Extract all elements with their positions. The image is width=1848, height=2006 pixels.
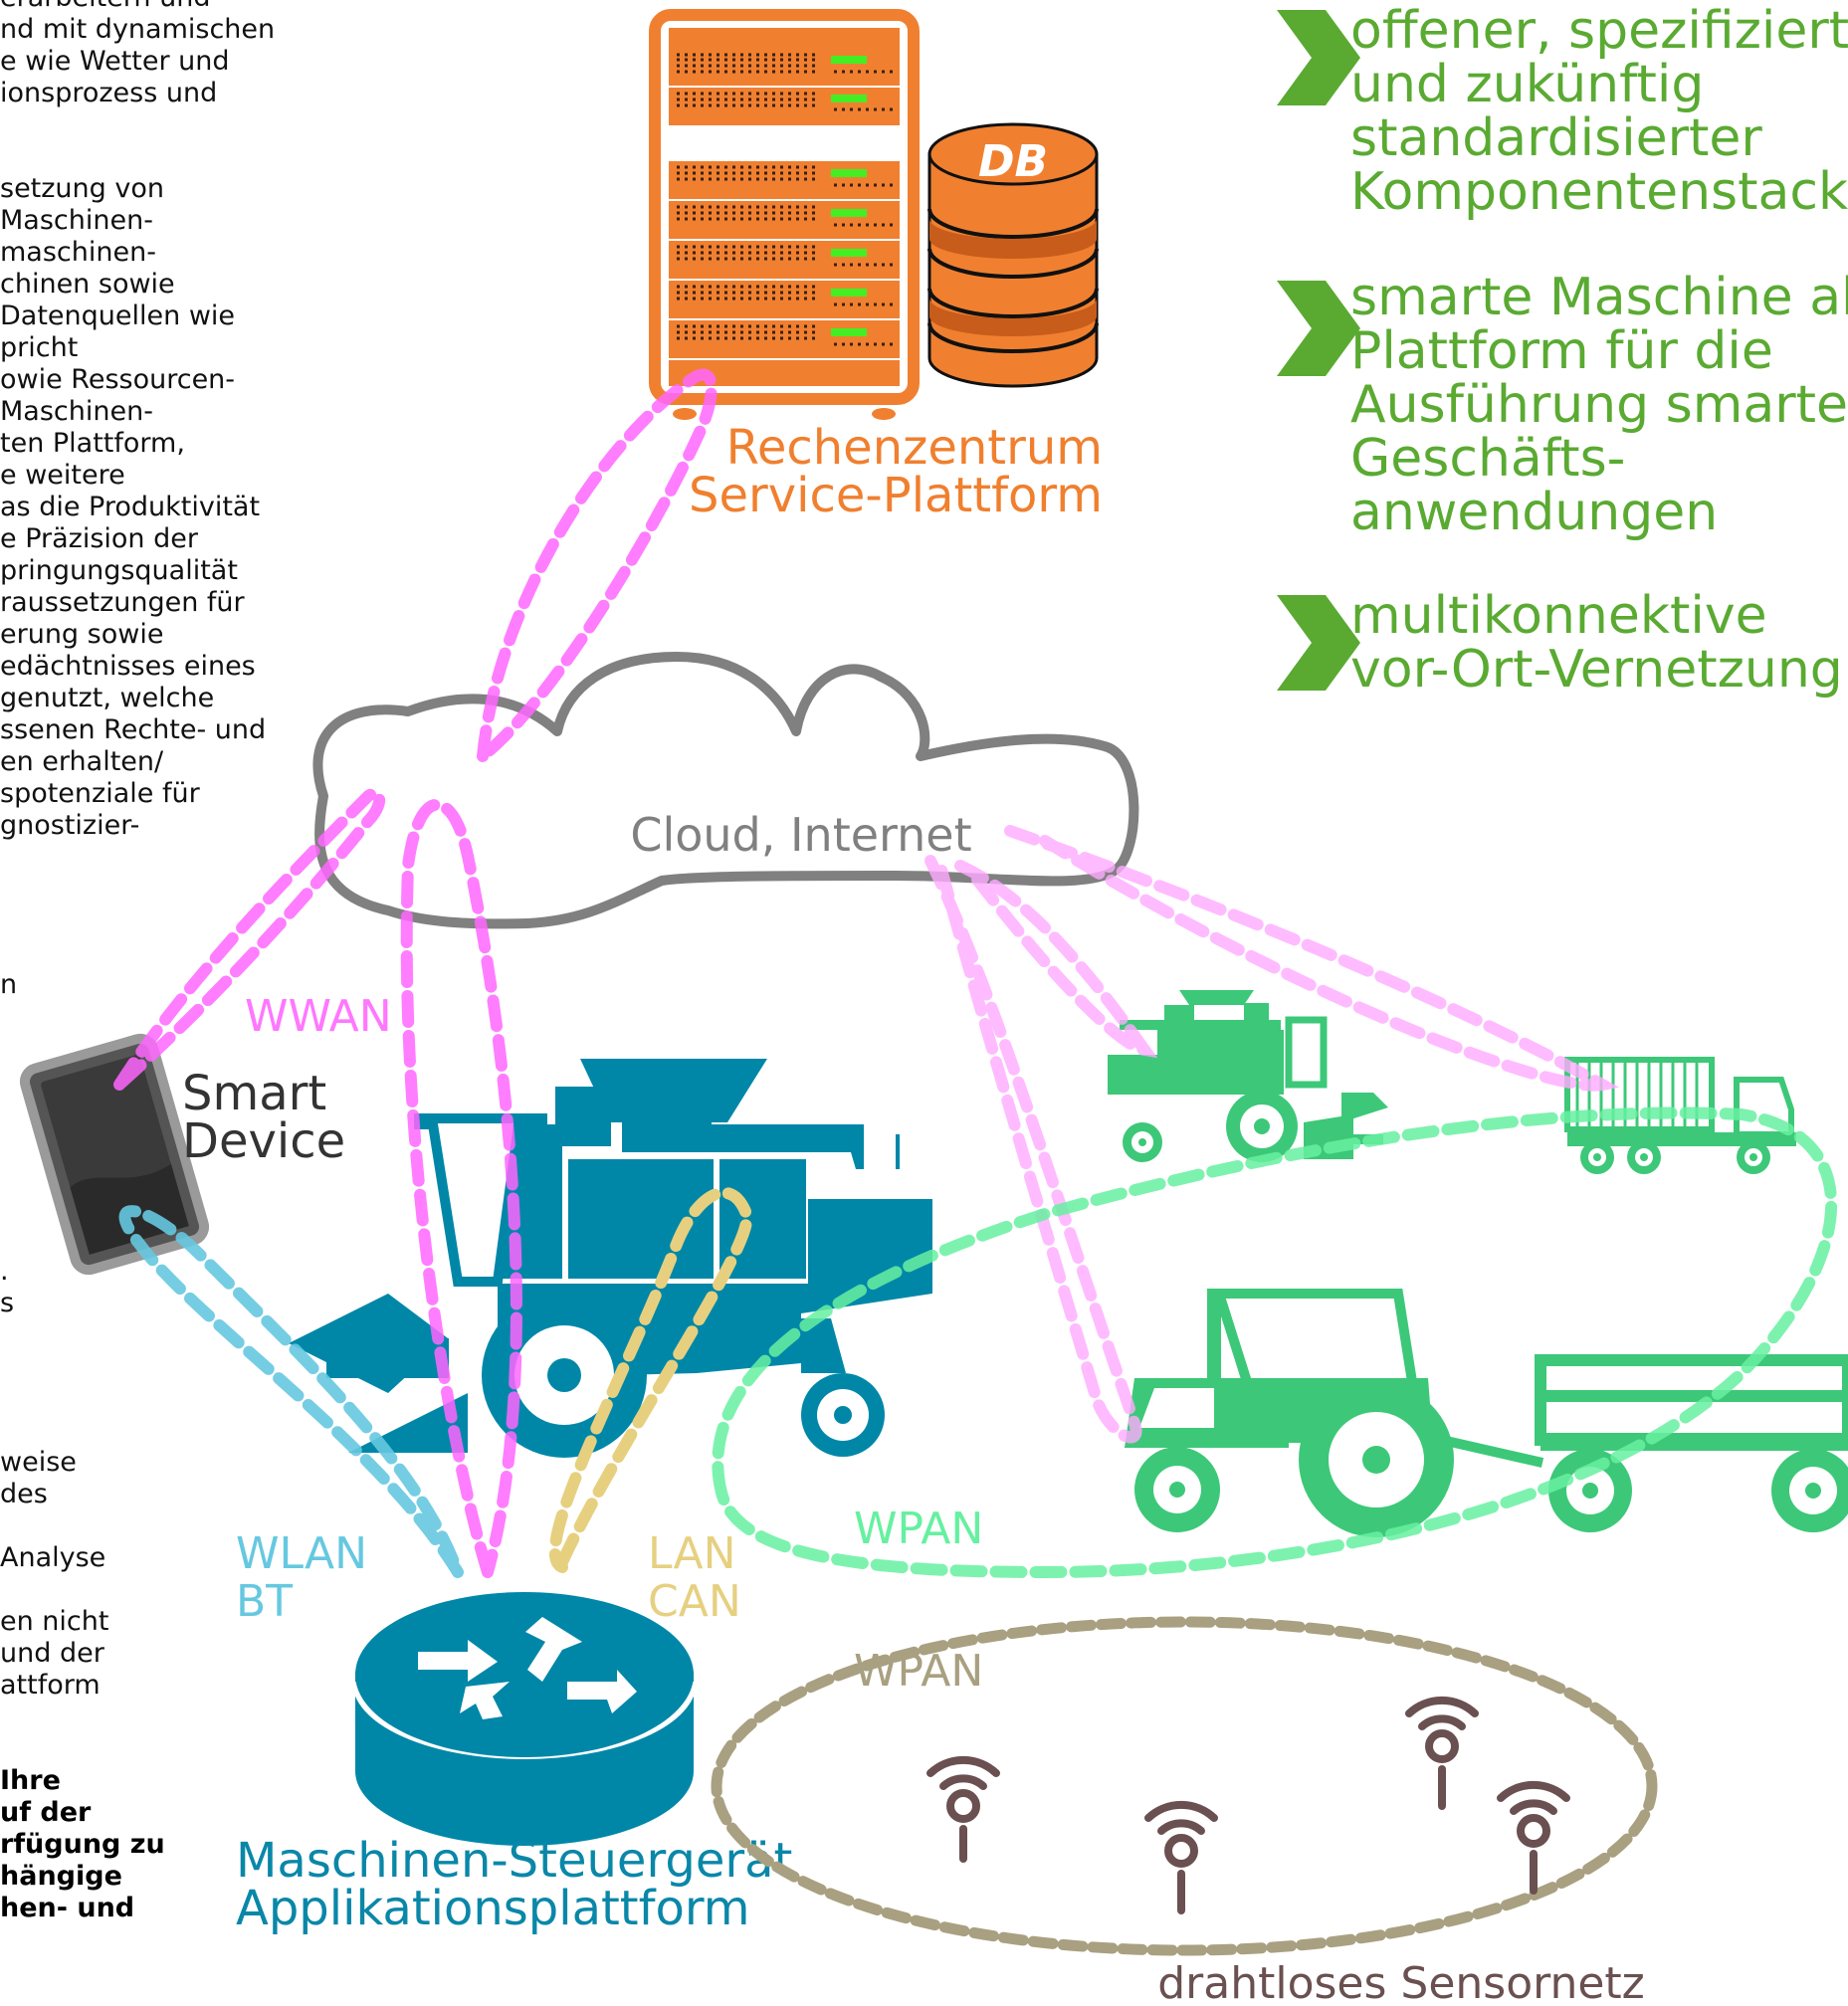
left-text-line: e Präzision der	[0, 523, 199, 554]
left-bold-line: Ihre	[0, 1765, 61, 1796]
left-text-line: spotenziale für	[0, 778, 201, 809]
left-text-line: setzung von	[0, 173, 164, 204]
tractor-icon	[1125, 1289, 1544, 1537]
server-rack-icon	[649, 9, 920, 420]
wpan-sensors-label: WPAN	[854, 1646, 983, 1697]
left-text-line: genutzt, welche	[0, 683, 214, 713]
left-text-line: pringungsqualität	[0, 555, 238, 586]
left-text-line: ssenen Rechte- und	[0, 714, 266, 745]
wifi-sensor-icon	[926, 1755, 1000, 1863]
feature-1-line: und zukünftig	[1350, 55, 1704, 114]
wpan-machines-label: WPAN	[854, 1504, 983, 1554]
smart-device-label-line2: Device	[182, 1113, 345, 1169]
left-text-line: en nicht	[0, 1606, 108, 1637]
feature-2-line: Plattform für die	[1350, 321, 1773, 381]
smart-device-label-line1: Smart	[182, 1066, 326, 1121]
feature-1-line: Komponentenstack	[1350, 162, 1848, 222]
left-text-line: attform	[0, 1670, 101, 1701]
chevron-icon	[1277, 595, 1360, 691]
feature-1-line: standardisierter	[1350, 108, 1762, 168]
feature-list: offener, spezifiziert und zukünftig stan…	[1277, 1, 1848, 700]
left-text-line: erung sowie	[0, 619, 163, 650]
wwan-link-smart-device	[113, 787, 386, 1091]
datacenter-label-line1: Rechenzentrum	[726, 420, 1103, 476]
wlan-label: WLAN	[236, 1528, 367, 1579]
chevron-icon	[1277, 281, 1360, 376]
lan-link	[548, 1186, 753, 1573]
cloud-label: Cloud, Internet	[630, 808, 971, 862]
feature-2-line: Geschäfts-	[1350, 429, 1625, 489]
wwan-label: WWAN	[245, 991, 392, 1042]
feature-3-line: vor-Ort-Vernetzung	[1350, 640, 1843, 700]
left-text-line: as die Produktivität	[0, 492, 260, 522]
bt-label: BT	[236, 1576, 293, 1627]
wwan-link-small-combine	[954, 860, 1158, 1059]
datacenter-label-line2: Service-Plattform	[689, 468, 1103, 523]
left-text-line: Datenquellen wie	[0, 301, 235, 331]
left-text-line: e wie Wetter und	[0, 46, 230, 77]
left-text-line: erarbeitern und	[0, 0, 211, 13]
left-text-line: en erhalten/	[0, 746, 164, 777]
database-icon: DB	[927, 122, 1099, 388]
wwan-link-datacenter	[477, 368, 718, 762]
wlan-link	[118, 1205, 464, 1578]
sensor-network-label: drahtloses Sensornetz	[1157, 1958, 1645, 2006]
controller-label-line2: Applikationsplattform	[236, 1881, 750, 1936]
left-text-line: und der	[0, 1638, 105, 1669]
sensor-icons	[926, 1696, 1570, 1914]
left-text-line: e weitere	[0, 460, 125, 491]
sensor-network-boundary	[711, 1616, 1658, 1956]
database-label: DB	[978, 136, 1048, 187]
left-bold-line: rfügung zu	[0, 1829, 165, 1860]
cloud-icon	[312, 652, 1139, 929]
combine-harvester-icon	[289, 1059, 932, 1458]
left-text-line: ten Plattform,	[0, 428, 185, 459]
lan-label: LAN	[648, 1528, 736, 1579]
left-bold-line: uf der	[0, 1797, 92, 1828]
wwan-link-controller	[400, 798, 522, 1578]
wpan-machines-link	[712, 1106, 1838, 1579]
left-text-line: Maschinen-	[0, 396, 153, 427]
left-text-line: nd mit dynamischen	[0, 14, 275, 45]
chevron-icon	[1277, 10, 1360, 105]
wifi-sensor-icon	[1144, 1800, 1218, 1914]
feature-1-line: offener, spezifiziert	[1350, 1, 1848, 61]
left-text-line: s	[0, 1288, 14, 1318]
left-text-line: chinen sowie	[0, 269, 175, 300]
wwan-link-truck	[1004, 825, 1620, 1092]
wwan-links	[113, 368, 1620, 1578]
wwan-link-tractor	[924, 855, 1142, 1444]
feature-2-line: smarte Maschine als	[1350, 268, 1848, 327]
wifi-sensor-icon	[1497, 1780, 1570, 1895]
feature-3-line: multikonnektive	[1350, 586, 1767, 646]
left-text-line: maschinen-	[0, 237, 156, 268]
left-text-line: pricht	[0, 332, 78, 363]
can-label: CAN	[648, 1576, 741, 1627]
left-text-line: Analyse	[0, 1542, 105, 1573]
feature-2-line: Ausführung smarter	[1350, 375, 1848, 435]
left-bold-line: hängige	[0, 1861, 122, 1892]
router-icon	[352, 1592, 697, 1846]
left-text-line: gnostizier-	[0, 810, 139, 841]
small-combine-icon	[1108, 990, 1388, 1162]
trailer-icon	[1535, 1354, 1848, 1532]
left-text-line: owie Ressourcen-	[0, 364, 235, 395]
feature-2-line: anwendungen	[1350, 483, 1718, 542]
left-text-line: Maschinen-	[0, 205, 153, 236]
left-text-line: .	[0, 1256, 9, 1287]
left-text-line: des	[0, 1479, 48, 1509]
wifi-sensor-icon	[1405, 1696, 1479, 1810]
left-column-text: erarbeitern und nd mit dynamischen e wie…	[0, 0, 275, 1923]
controller-label-line1: Maschinen-Steuergerät	[236, 1833, 792, 1889]
left-text-line: weise	[0, 1447, 77, 1478]
left-bold-line: hen- und	[0, 1893, 134, 1923]
left-text-line: raussetzungen für	[0, 587, 246, 618]
left-text-line: edächtnisses eines	[0, 651, 256, 682]
left-text-line: ionsprozess und	[0, 78, 217, 108]
left-text-line: n	[0, 969, 17, 1000]
